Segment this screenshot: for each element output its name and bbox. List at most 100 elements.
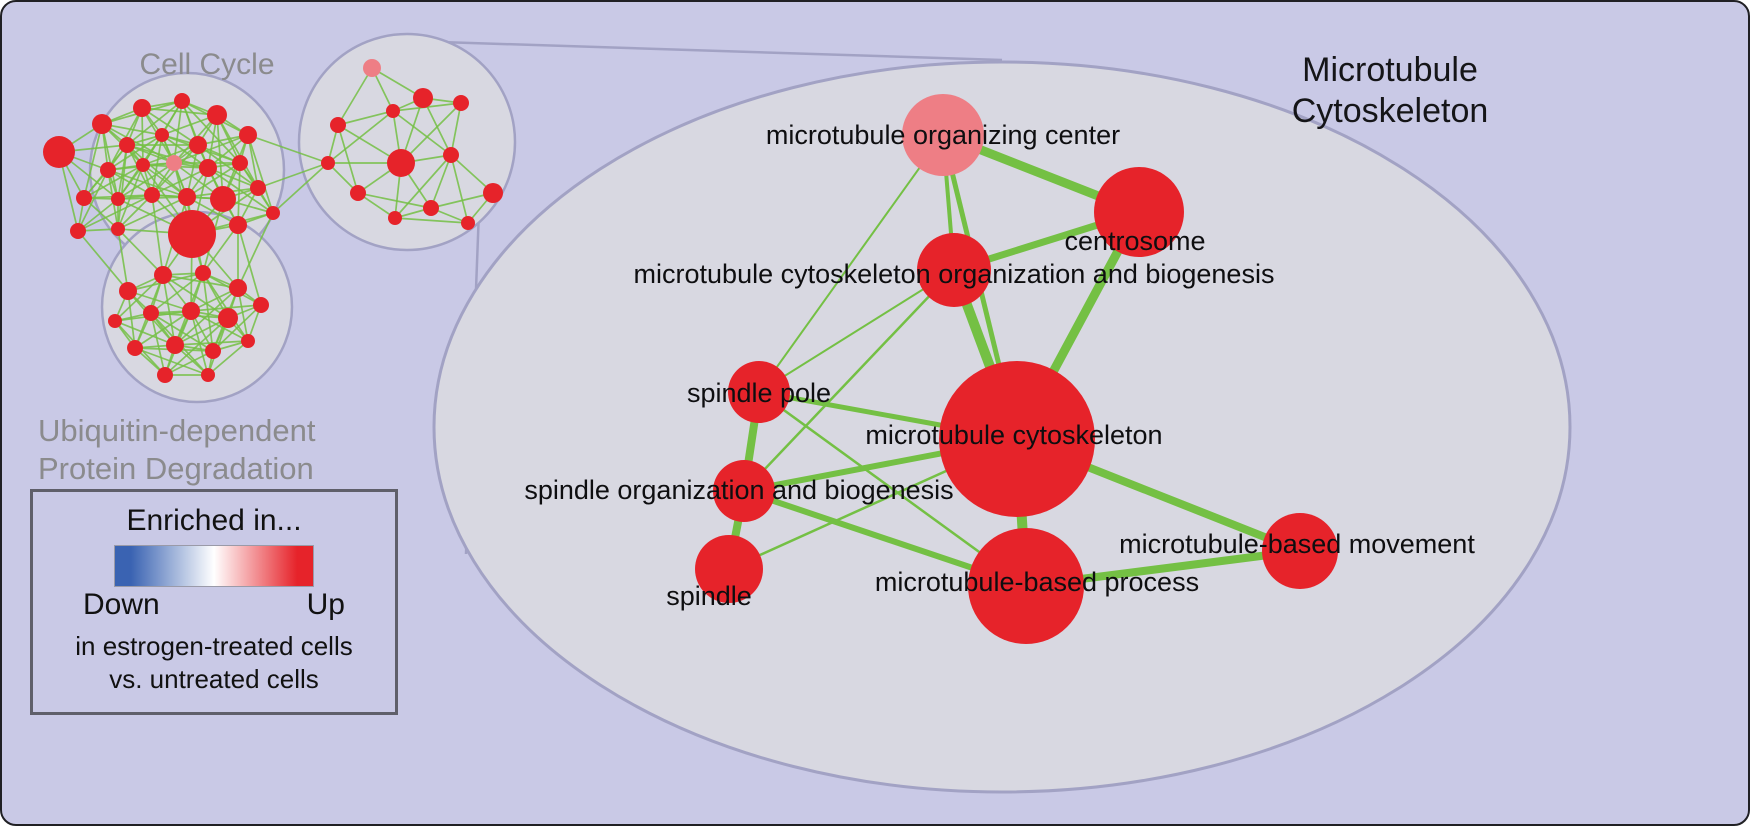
overview-edge bbox=[77, 169, 109, 232]
overview-node[interactable] bbox=[143, 305, 159, 321]
overview-node[interactable] bbox=[386, 104, 400, 118]
overview-node[interactable] bbox=[461, 216, 475, 230]
overview-node[interactable] bbox=[205, 343, 221, 359]
overview-edge bbox=[101, 123, 163, 136]
overview-node[interactable] bbox=[111, 222, 125, 236]
overview-edge bbox=[142, 164, 188, 198]
overview-node[interactable] bbox=[229, 216, 247, 234]
overview-edge bbox=[212, 304, 262, 352]
node-mc[interactable] bbox=[939, 361, 1095, 517]
overview-node[interactable] bbox=[239, 126, 257, 144]
overview-node[interactable] bbox=[330, 117, 346, 133]
overview-edge bbox=[126, 100, 183, 146]
overview-node[interactable] bbox=[232, 155, 248, 171]
overview-edge bbox=[142, 144, 199, 166]
overview-edge bbox=[216, 114, 259, 189]
overview-node[interactable] bbox=[387, 149, 415, 177]
overview-node[interactable] bbox=[483, 183, 503, 203]
node-label-mco: microtubule cytoskeleton organization an… bbox=[634, 259, 1275, 289]
overview-edge bbox=[101, 123, 119, 200]
overview-edge bbox=[207, 340, 249, 376]
overview-edge bbox=[430, 192, 494, 209]
overview-edge bbox=[151, 167, 209, 196]
overview-node[interactable] bbox=[119, 137, 135, 153]
overview-node[interactable] bbox=[388, 211, 402, 225]
overview-node[interactable] bbox=[127, 340, 143, 356]
overview-node[interactable] bbox=[241, 334, 255, 348]
node-mco[interactable] bbox=[917, 233, 991, 307]
overview-node[interactable] bbox=[253, 297, 269, 313]
overview-node[interactable] bbox=[111, 192, 125, 206]
overview-node[interactable] bbox=[133, 99, 151, 117]
overview-node[interactable] bbox=[182, 302, 200, 320]
overview-node[interactable] bbox=[413, 88, 433, 108]
overview-node[interactable] bbox=[423, 200, 439, 216]
overview-edge bbox=[107, 134, 163, 171]
overview-node[interactable] bbox=[178, 188, 196, 206]
overview-node[interactable] bbox=[100, 162, 116, 178]
overview-node[interactable] bbox=[92, 114, 112, 134]
node-mbp[interactable] bbox=[968, 528, 1084, 644]
overview-edge bbox=[202, 272, 214, 352]
overview-node[interactable] bbox=[155, 128, 169, 142]
overview-edge bbox=[141, 107, 199, 146]
overview-edge bbox=[237, 212, 274, 289]
overview-node[interactable] bbox=[266, 206, 280, 220]
overview-node[interactable] bbox=[199, 159, 217, 177]
overview-node[interactable] bbox=[43, 136, 75, 168]
overview-edge bbox=[77, 230, 129, 292]
overview-node[interactable] bbox=[210, 186, 236, 212]
cluster-label-ubiquitin-line1: Ubiquitin-dependent bbox=[38, 413, 316, 448]
overview-edge bbox=[134, 310, 192, 349]
overview-node[interactable] bbox=[350, 185, 366, 201]
edge-mco--spindle-pole bbox=[758, 269, 955, 393]
overview-node[interactable] bbox=[189, 136, 207, 154]
node-spindle-pole[interactable] bbox=[728, 361, 790, 423]
overview-node[interactable] bbox=[453, 95, 469, 111]
overview-node[interactable] bbox=[119, 282, 137, 300]
overview-node[interactable] bbox=[136, 158, 150, 172]
overview-node[interactable] bbox=[218, 308, 238, 328]
overview-node[interactable] bbox=[166, 336, 184, 354]
node-spindle[interactable] bbox=[695, 535, 763, 603]
node-label-mbp: microtubule-based process bbox=[875, 567, 1199, 597]
overview-node[interactable] bbox=[157, 367, 173, 383]
overview-node[interactable] bbox=[207, 105, 227, 125]
node-centrosome[interactable] bbox=[1094, 167, 1184, 257]
overview-node[interactable] bbox=[201, 368, 215, 382]
overview-edge bbox=[164, 317, 229, 376]
node-label-spindle-pole: spindle pole bbox=[687, 378, 831, 408]
overview-node[interactable] bbox=[108, 314, 122, 328]
overview-node[interactable] bbox=[70, 223, 86, 239]
overview-node[interactable] bbox=[363, 59, 381, 77]
overview-edge bbox=[117, 228, 129, 292]
overview-node[interactable] bbox=[229, 279, 247, 297]
cluster-label-cell-cycle: Cell Cycle bbox=[139, 48, 275, 81]
overview-node[interactable] bbox=[144, 187, 160, 203]
overview-node[interactable] bbox=[195, 265, 211, 281]
edge-mco--sob bbox=[743, 269, 955, 492]
overview-node[interactable] bbox=[154, 266, 172, 284]
legend-subtitle-line2: vs. untreated cells bbox=[109, 664, 319, 694]
node-moc[interactable] bbox=[902, 94, 984, 176]
node-sob[interactable] bbox=[713, 460, 775, 522]
cluster-label-microtubule-line2: Cytoskeleton bbox=[1291, 92, 1489, 130]
overview-edge bbox=[247, 134, 274, 214]
legend-down-label: Down bbox=[83, 588, 160, 621]
overview-edge bbox=[126, 144, 188, 198]
overview-node[interactable] bbox=[168, 210, 216, 258]
overview-node[interactable] bbox=[443, 147, 459, 163]
overview-edge bbox=[190, 304, 262, 312]
overview-node[interactable] bbox=[166, 155, 182, 171]
node-label-moc: microtubule organizing center bbox=[766, 120, 1120, 150]
overview-edge bbox=[337, 124, 359, 194]
overview-node[interactable] bbox=[250, 180, 266, 196]
overview-node[interactable] bbox=[321, 156, 335, 170]
overview-node[interactable] bbox=[76, 190, 92, 206]
overview-node[interactable] bbox=[174, 93, 190, 109]
node-mbm[interactable] bbox=[1262, 513, 1338, 589]
overview-edge bbox=[450, 102, 462, 156]
overview-edge bbox=[202, 272, 249, 342]
overview-edge bbox=[117, 162, 175, 200]
